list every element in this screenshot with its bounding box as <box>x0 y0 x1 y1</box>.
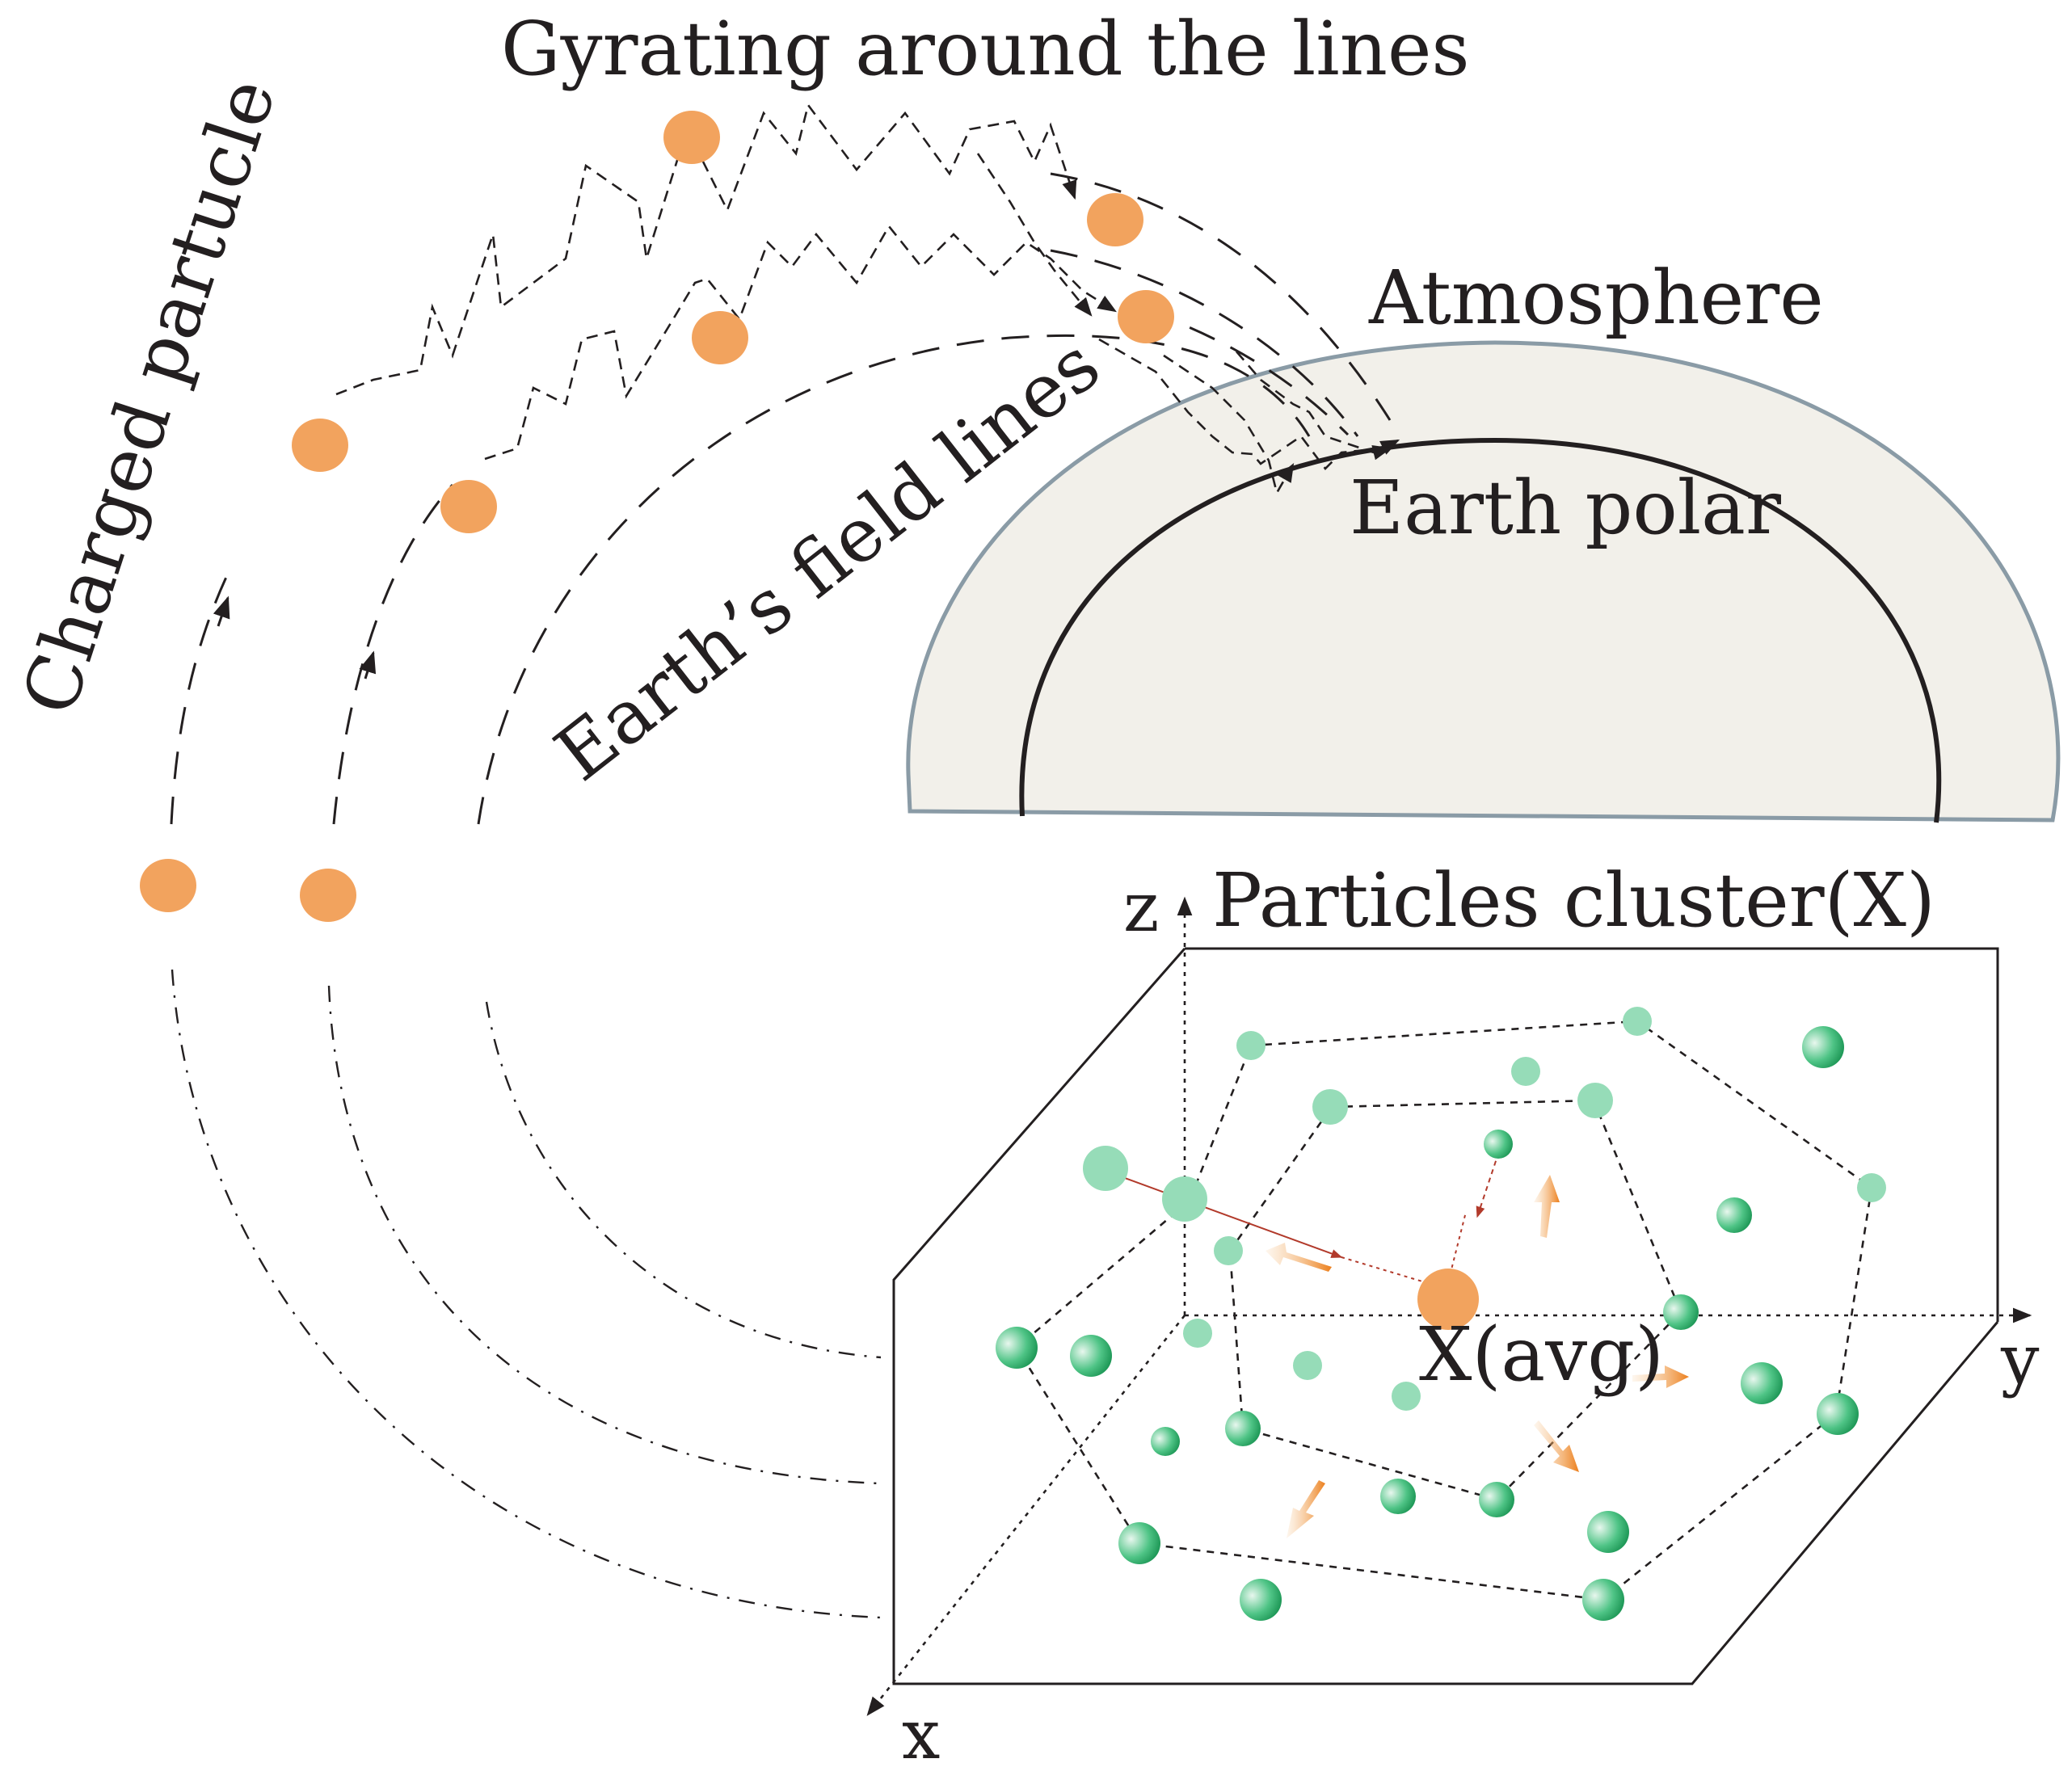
motion-arrow <box>1632 1365 1689 1388</box>
earth-polar-label: Earth polar <box>1350 465 1781 551</box>
particle <box>1087 193 1143 246</box>
cluster-particle <box>1587 1511 1629 1553</box>
average-particle <box>1417 1269 1479 1330</box>
box-back-face <box>1185 947 1999 1322</box>
cluster-particle <box>1857 1173 1886 1202</box>
motion-arrow <box>1266 1243 1332 1272</box>
cluster-particles-shaded <box>996 1026 1859 1621</box>
cluster-particle <box>1741 1362 1783 1404</box>
cluster-particle <box>1802 1026 1844 1068</box>
cluster-particle <box>1070 1335 1112 1377</box>
motion-arrow <box>1534 1420 1579 1472</box>
gyrating-label: Gyrating around the lines <box>501 6 1470 92</box>
cluster-label: Particles cluster(X) <box>1212 857 1935 944</box>
cluster-particle <box>1118 1522 1160 1564</box>
x-axis <box>866 1315 1186 1716</box>
cluster-particle <box>1511 1057 1540 1086</box>
cluster-particle <box>1817 1393 1859 1435</box>
distance-line-a <box>1106 1171 1343 1258</box>
cluster-particle <box>1151 1427 1180 1456</box>
cluster-particles-light <box>1083 1007 1886 1411</box>
motion-arrow <box>1534 1175 1560 1238</box>
earth-polar-arc <box>1019 437 1942 823</box>
particle <box>300 869 356 922</box>
particle <box>292 419 348 472</box>
atmosphere-dome <box>906 340 2061 823</box>
cluster-particle <box>1582 1579 1624 1621</box>
field-line-outer <box>170 573 230 825</box>
field-line-inner <box>477 334 1311 825</box>
charged-particles <box>140 111 1174 922</box>
motion-arrows <box>1266 1175 1689 1538</box>
return-paths <box>171 969 882 1619</box>
cluster-particle <box>1214 1236 1243 1265</box>
y-axis-label: y <box>2000 1320 2040 1399</box>
charged-particle-label: Charged partucle <box>6 69 293 725</box>
field-line-top-3 <box>1147 309 1350 436</box>
gyration-dash-a <box>1163 354 1295 496</box>
cluster-particle <box>1162 1176 1207 1222</box>
return-path-1 <box>171 969 882 1619</box>
cluster-particle <box>1225 1411 1261 1446</box>
field-line-top <box>1050 172 1392 421</box>
particle <box>692 311 748 364</box>
return-path-2 <box>327 985 882 1485</box>
cluster-particle <box>1183 1319 1212 1348</box>
cluster-particle <box>1312 1089 1348 1125</box>
gyration-paths <box>335 103 1400 496</box>
cluster-particle <box>1293 1351 1322 1380</box>
gyration-dash-d <box>976 153 1093 317</box>
cluster-particle <box>1663 1294 1699 1330</box>
field-line-arrows <box>213 595 377 680</box>
cluster-particle <box>1240 1579 1282 1621</box>
cluster-particle <box>1236 1031 1266 1060</box>
cluster-particle <box>1380 1479 1416 1514</box>
cluster-particle <box>1392 1382 1421 1411</box>
cluster-particle <box>1716 1197 1752 1233</box>
particle <box>1118 290 1174 343</box>
atmosphere-label: Atmosphere <box>1368 255 1824 341</box>
cluster-particle <box>1083 1146 1128 1191</box>
x-axis-label: x <box>902 1695 940 1774</box>
cluster-particle <box>1577 1083 1613 1118</box>
motion-arrow <box>1287 1480 1325 1538</box>
field-line-middle <box>332 484 454 825</box>
field-line-top-2 <box>1050 249 1359 437</box>
gyration-path-outer <box>335 103 1077 396</box>
gyration-path-inner <box>484 224 1117 461</box>
gyration-dash-c <box>1236 351 1392 461</box>
cluster-particle <box>1484 1130 1513 1159</box>
distance-line-d <box>1446 1211 1467 1290</box>
return-path-3 <box>485 1001 882 1359</box>
particle <box>440 480 497 533</box>
z-axis-label: z <box>1123 868 1159 947</box>
cluster-particle <box>1623 1007 1652 1036</box>
particle <box>140 859 196 912</box>
earth-group <box>906 340 2061 823</box>
cluster-box <box>866 896 2032 1716</box>
cluster-particle <box>996 1327 1038 1369</box>
particle <box>663 111 720 164</box>
box-left-edge <box>892 948 1999 1685</box>
avg-label: X(avg) <box>1419 1311 1664 1398</box>
cluster-particle <box>1479 1482 1514 1517</box>
